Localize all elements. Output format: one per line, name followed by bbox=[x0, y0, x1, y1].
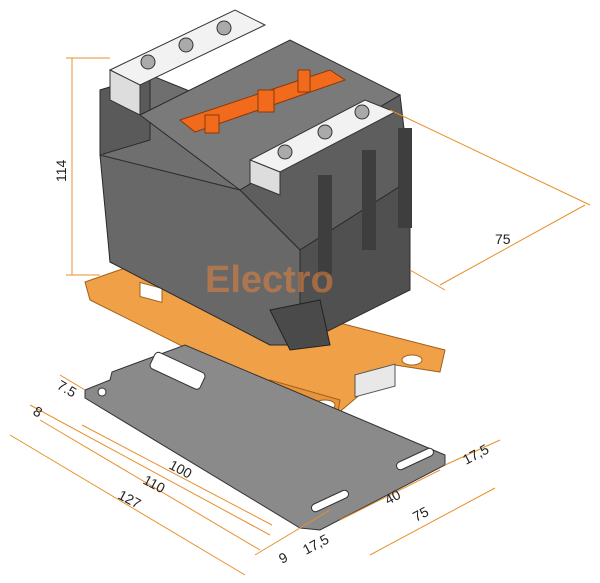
dim-plate-width: 75 bbox=[410, 503, 431, 525]
mounting-plate bbox=[84, 344, 446, 531]
dim-slot-offset-right: 17,5 bbox=[460, 441, 492, 468]
dim-depth: 75 bbox=[495, 231, 511, 247]
dim-plate-length: 127 bbox=[116, 487, 144, 512]
dim-hole-offset: 7.5 bbox=[55, 377, 80, 401]
dim-height: 114 bbox=[53, 159, 69, 182]
watermark-logo: Electro bbox=[205, 259, 334, 301]
dim-slot-width: 40 bbox=[382, 486, 403, 508]
terminal-blocks bbox=[108, 9, 397, 196]
orange-actuator bbox=[178, 69, 347, 134]
dim-slot-spacing: 110 bbox=[141, 472, 168, 497]
dimension-lines bbox=[9, 57, 591, 576]
dim-slot-offset-left: 17,5 bbox=[300, 531, 332, 558]
dim-slot-edge: 9 bbox=[276, 549, 291, 567]
contactor-body bbox=[99, 39, 412, 398]
